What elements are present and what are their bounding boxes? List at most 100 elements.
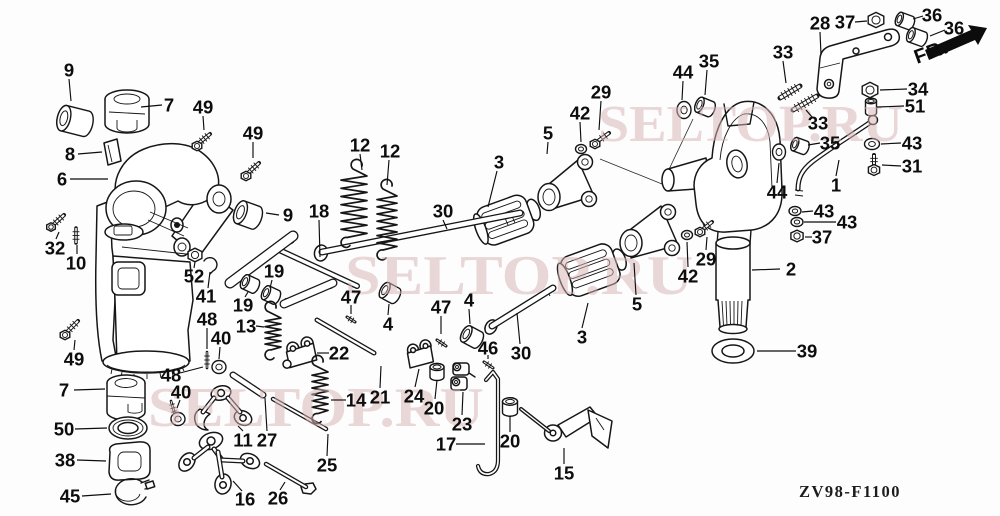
callout-5: 5 — [632, 294, 642, 315]
callout-leader-42 — [579, 121, 582, 143]
callout-leader-40 — [176, 399, 181, 409]
watermark-text-0: SELTOP.RU — [598, 96, 903, 153]
part-7-collar-upper — [104, 89, 150, 134]
callout-leader-27 — [264, 397, 268, 432]
callout-leader-29 — [598, 100, 602, 131]
part-24-link-block — [406, 339, 435, 369]
callout-leader-11 — [237, 425, 244, 432]
callout-37: 37 — [812, 227, 833, 248]
callout-leader-28 — [819, 31, 822, 56]
callout-leader-24 — [414, 368, 420, 388]
callout-36: 36 — [922, 5, 943, 26]
diagram-code: ZV98-F1100 — [799, 482, 901, 501]
part-2-swivel-shaft — [715, 236, 751, 335]
callout-leader-44 — [776, 162, 780, 184]
callout-leader-5 — [546, 141, 549, 155]
callout-leader-7 — [140, 104, 163, 108]
callout-leader-33 — [805, 109, 813, 118]
part-7-collar-lower — [106, 374, 146, 421]
part-23-joint-pieces — [450, 362, 476, 391]
callout-35: 35 — [820, 133, 841, 154]
callout-leader-19 — [244, 291, 249, 298]
callout-leader-30 — [516, 312, 521, 345]
callout-30: 30 — [433, 201, 454, 222]
callout-4: 4 — [383, 314, 394, 335]
callout-28: 28 — [810, 13, 831, 34]
callout-leader-3 — [487, 170, 498, 208]
callout-11: 11 — [233, 430, 253, 451]
callout-20: 20 — [424, 398, 445, 419]
callout-43: 43 — [837, 212, 858, 233]
callout-leader-3 — [581, 302, 589, 329]
callout-leader-5 — [633, 262, 637, 296]
callout-leader-33 — [782, 60, 787, 84]
callout-leader-35 — [704, 69, 708, 96]
part-50-seal — [108, 416, 148, 440]
callout-leader-42 — [686, 241, 689, 268]
callout-leader-49 — [73, 339, 76, 351]
callout-19: 19 — [233, 295, 254, 316]
callout-leader-35 — [807, 142, 821, 146]
part-5-mount-housing-lower — [619, 203, 681, 259]
callout-1: 1 — [831, 175, 841, 196]
callout-8: 8 — [65, 144, 75, 165]
callout-25: 25 — [317, 455, 338, 476]
callout-leader-18 — [318, 219, 321, 258]
callout-leader-21 — [379, 365, 382, 389]
callout-40: 40 — [171, 382, 192, 403]
part-6-swivel-case — [95, 143, 234, 379]
callout-30: 30 — [511, 343, 532, 364]
callout-29: 29 — [591, 82, 612, 103]
callout-leader-12 — [359, 153, 363, 171]
callout-leader-34 — [879, 88, 908, 91]
callout-20: 20 — [500, 431, 521, 452]
callout-leader-4 — [387, 303, 390, 316]
callout-48: 48 — [197, 309, 218, 330]
part-17-joint-rod — [475, 369, 501, 477]
callout-43: 43 — [814, 201, 835, 222]
callout-leader-45 — [81, 493, 112, 497]
fr-arrow-icon — [925, 25, 987, 60]
callout-leader-9 — [68, 78, 72, 102]
callout-leader-41 — [207, 271, 211, 289]
callout-52: 52 — [184, 266, 205, 287]
callout-3: 3 — [577, 327, 587, 348]
callout-33: 33 — [773, 42, 794, 63]
callout-32: 32 — [45, 238, 66, 259]
part-45-clip — [114, 478, 156, 506]
callout-34: 34 — [908, 79, 929, 100]
callout-13: 13 — [236, 316, 257, 337]
callout-18: 18 — [309, 201, 330, 222]
small-hardware — [46, 11, 929, 490]
callout-23: 23 — [452, 414, 473, 435]
callout-35: 35 — [699, 51, 720, 72]
callout-41: 41 — [196, 286, 217, 307]
callout-leader-43 — [880, 142, 902, 145]
callout-leader-48 — [179, 366, 204, 374]
callout-leader-23 — [461, 391, 464, 416]
callout-48: 48 — [161, 365, 182, 386]
callout-47: 47 — [431, 297, 452, 318]
callout-36: 36 — [944, 18, 965, 39]
callout-leader-38 — [76, 459, 107, 462]
callout-12: 12 — [350, 135, 371, 156]
callout-leader-12 — [386, 159, 390, 186]
part-39-washer — [711, 338, 755, 364]
callout-6: 6 — [57, 169, 67, 190]
callout-leader-36 — [912, 15, 924, 20]
callout-9: 9 — [64, 60, 74, 81]
callout-44: 44 — [767, 182, 788, 203]
callout-leader-50 — [74, 427, 108, 430]
callout-15: 15 — [554, 463, 575, 484]
callout-14: 14 — [346, 390, 367, 411]
callout-leader-29 — [705, 236, 708, 251]
part-8-rubber-piece — [103, 138, 122, 166]
callout-16: 16 — [235, 489, 256, 510]
part-3-rubber-mount-lower — [556, 243, 627, 298]
callout-26: 26 — [268, 488, 289, 509]
callout-leader-51 — [876, 105, 905, 108]
callout-10: 10 — [66, 253, 87, 274]
part-28-bracket — [816, 28, 901, 99]
